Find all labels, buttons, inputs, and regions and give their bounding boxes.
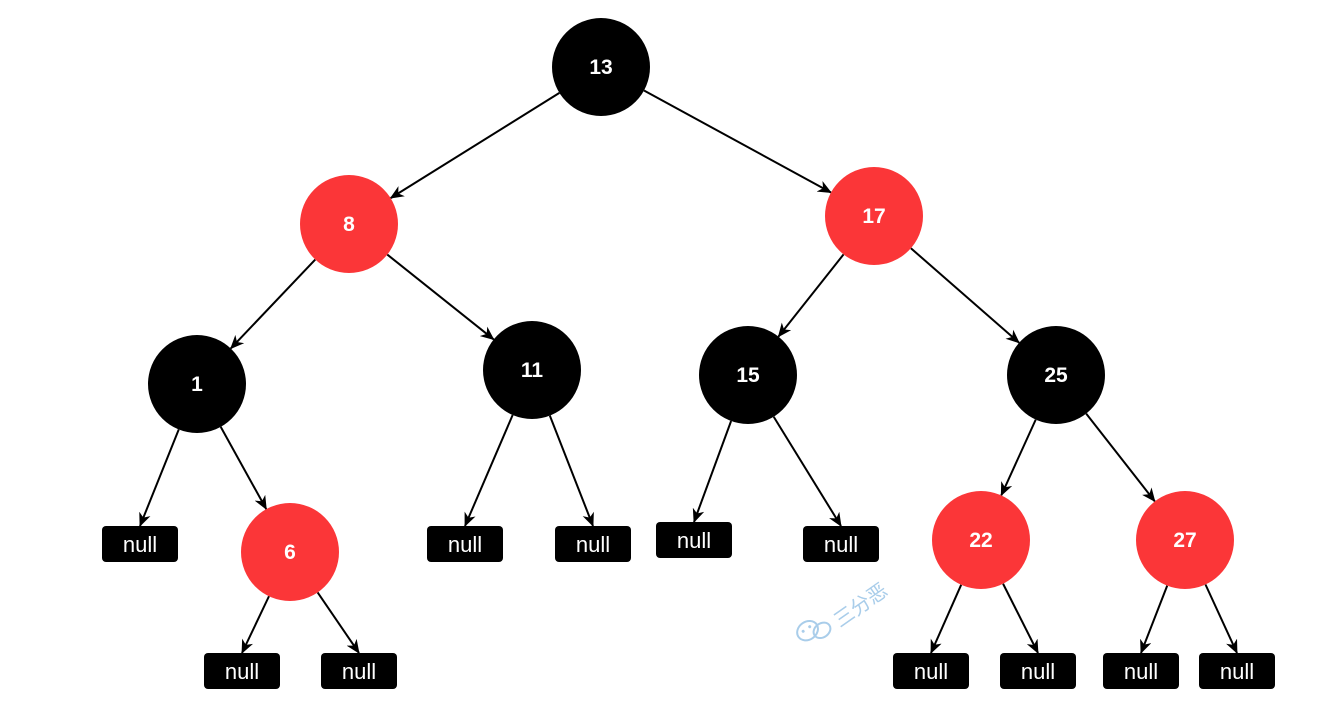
edge-n27-null-27-right [1204, 584, 1238, 654]
edge-n25-n22 [1000, 419, 1037, 497]
edge-n22-null-22-right [1002, 583, 1039, 654]
node-circle-black [148, 335, 246, 433]
null-box [1103, 653, 1179, 689]
wechat-icon [796, 619, 832, 642]
null-leaf: null [555, 526, 631, 562]
edge-n15-null-15-right [772, 416, 842, 527]
null-leaves: null null null null null null null null null null… [102, 522, 1275, 689]
edge-n1-null-1-left [139, 429, 180, 527]
node-circle-black [699, 326, 797, 424]
node-circle-red [300, 175, 398, 273]
node-circle-black [1007, 326, 1105, 424]
null-leaf: null [321, 653, 397, 689]
null-leaf: null [1199, 653, 1275, 689]
watermark-text: 三分恶 [829, 578, 892, 632]
null-box [803, 526, 879, 562]
null-label: null [1124, 659, 1158, 684]
null-label: null [1021, 659, 1055, 684]
null-label: null [342, 659, 376, 684]
edge-n8-n11 [386, 253, 495, 341]
null-label: null [1220, 659, 1254, 684]
edge-n11-null-11-left [464, 414, 514, 527]
node-circle-black [483, 321, 581, 419]
null-box [321, 653, 397, 689]
tree-node-17: 17 [825, 167, 923, 265]
node-circle-red [1136, 491, 1234, 589]
tree-node-15: 15 [699, 326, 797, 424]
tree-node-27: 27 [1136, 491, 1234, 589]
null-leaf: null [204, 653, 280, 689]
tree-node-11: 11 [483, 321, 581, 419]
null-label: null [123, 532, 157, 557]
null-box [1000, 653, 1076, 689]
node-label: 22 [969, 529, 992, 552]
node-circle-red [825, 167, 923, 265]
edge-n8-n1 [230, 258, 316, 350]
node-label: 11 [521, 359, 544, 382]
edge-n6-null-6-left [241, 595, 270, 654]
null-leaf: null [893, 653, 969, 689]
tree-node-8: 8 [300, 175, 398, 273]
node-label: 13 [589, 56, 612, 79]
null-leaf: null [656, 522, 732, 558]
null-leaf: null [1000, 653, 1076, 689]
null-label: null [824, 532, 858, 557]
null-label: null [677, 528, 711, 553]
tree-node-13: 13 [552, 18, 650, 116]
null-label: null [914, 659, 948, 684]
node-label: 17 [862, 205, 885, 228]
edge-n17-n25 [910, 247, 1020, 344]
node-label: 27 [1173, 529, 1196, 552]
null-leaf: null [427, 526, 503, 562]
null-box [1199, 653, 1275, 689]
edge-n25-n27 [1085, 412, 1156, 503]
null-leaf: null [1103, 653, 1179, 689]
edge-n11-null-11-right [548, 415, 594, 527]
null-leaf: null [102, 526, 178, 562]
tree-node-22: 22 [932, 491, 1030, 589]
node-label: 15 [736, 364, 760, 387]
edge-n27-null-27-left [1140, 585, 1169, 654]
tree-node-1: 1 [148, 335, 246, 433]
null-box [656, 522, 732, 558]
node-label: 8 [343, 213, 355, 236]
edge-n6-null-6-right [316, 591, 360, 654]
null-leaf: null [803, 526, 879, 562]
edges [139, 89, 1238, 654]
edge-n1-n6 [219, 426, 268, 511]
null-label: null [576, 532, 610, 557]
null-box [427, 526, 503, 562]
null-box [102, 526, 178, 562]
edge-n17-n15 [777, 253, 845, 338]
node-label: 6 [284, 541, 296, 564]
edge-n13-n8 [389, 92, 560, 199]
tree-node-6: 6 [241, 503, 339, 601]
node-label: 1 [191, 373, 203, 396]
node-label: 25 [1044, 364, 1068, 387]
null-box [893, 653, 969, 689]
node-circle-red [241, 503, 339, 601]
watermark: 三分恶 [796, 578, 892, 642]
null-label: null [225, 659, 259, 684]
null-label: null [448, 532, 482, 557]
edge-n13-n17 [643, 89, 832, 194]
null-box [555, 526, 631, 562]
tree-node-25: 25 [1007, 326, 1105, 424]
null-box [204, 653, 280, 689]
edge-n22-null-22-left [930, 584, 963, 654]
node-circle-red [932, 491, 1030, 589]
edge-n15-null-15-left [692, 420, 733, 523]
node-circle-black [552, 18, 650, 116]
